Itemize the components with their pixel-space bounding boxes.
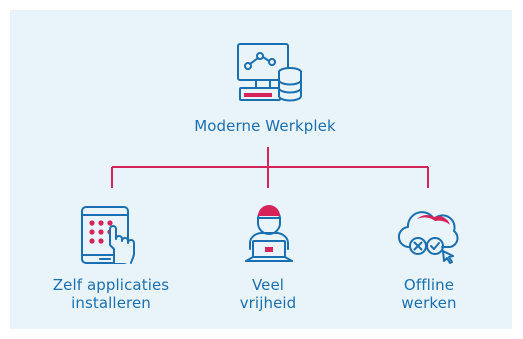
child-label-apps-line1: Zelf applicaties [52,276,170,294]
child-label-freedom: Veel vrijheid [218,276,318,312]
root-label: Moderne Werkplek [175,117,355,135]
child-label-apps-line2: installeren [71,294,151,312]
child-label-offline-line1: Offline [403,276,455,294]
user-laptop-icon [244,205,294,265]
child-label-offline: Offline werken [379,276,479,312]
cloud-sync-icon [398,207,462,267]
workstation-database-icon [236,42,304,108]
root-label-text: Moderne Werkplek [194,117,336,135]
tablet-touch-icon [80,205,142,265]
child-label-apps: Zelf applicaties installeren [36,276,186,312]
child-label-freedom-line1: Veel [251,276,285,294]
child-label-offline-line2: werken [401,294,457,312]
child-label-freedom-line2: vrijheid [239,294,297,312]
